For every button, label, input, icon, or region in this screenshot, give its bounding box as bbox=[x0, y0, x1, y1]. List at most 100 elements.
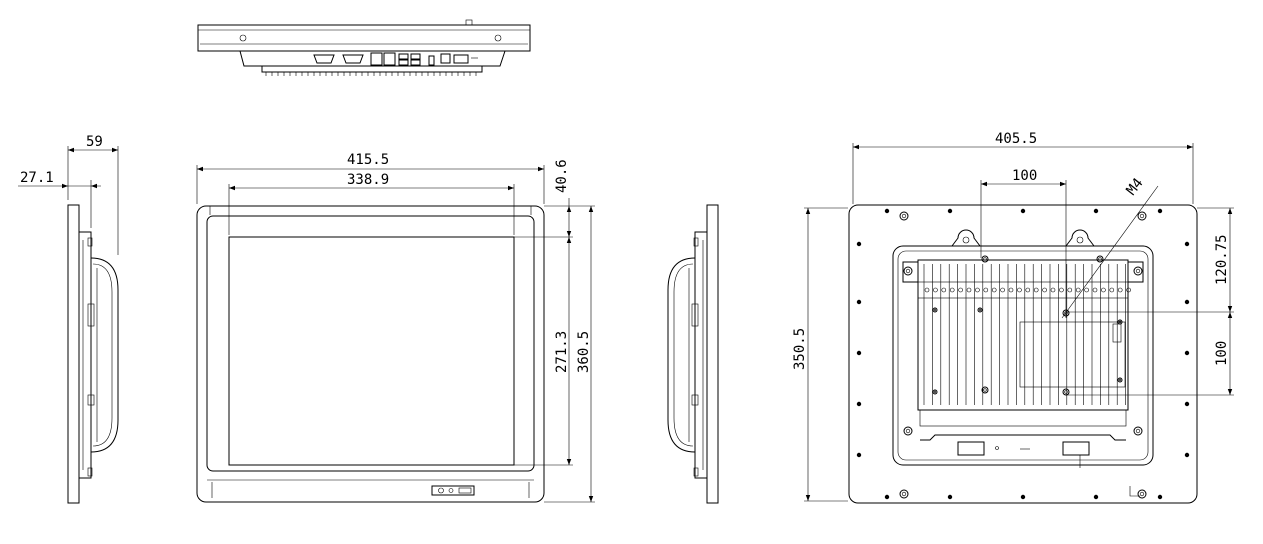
fin-hole bbox=[1084, 287, 1089, 293]
arrowhead bbox=[981, 181, 987, 187]
arrowhead bbox=[112, 147, 118, 153]
mount-hole-inner bbox=[1135, 428, 1141, 434]
dim-side-offset: 27.1 bbox=[20, 170, 54, 186]
screw-dot bbox=[1093, 208, 1099, 214]
mount-hole bbox=[1096, 255, 1104, 263]
screw-dot bbox=[1184, 452, 1190, 458]
mount-hole bbox=[1117, 377, 1123, 383]
fin-hole bbox=[966, 287, 972, 293]
fin-hole bbox=[1050, 287, 1056, 293]
screw-dot bbox=[856, 401, 862, 407]
rear-mounting-holes bbox=[856, 208, 1190, 500]
screw-dot bbox=[1157, 208, 1163, 214]
screw-dot bbox=[1184, 241, 1190, 247]
fin-hole bbox=[1025, 287, 1031, 293]
mount-hole bbox=[1117, 319, 1123, 325]
front-view bbox=[196, 165, 595, 503]
right-side-view bbox=[667, 204, 719, 504]
mount-hole-inner bbox=[1064, 311, 1068, 315]
screw-dot bbox=[884, 494, 890, 500]
mount-hole bbox=[1137, 489, 1147, 499]
fin-hole bbox=[1067, 287, 1073, 293]
mount-hole-inner bbox=[901, 491, 907, 497]
dim-rear-vesa-width: 100 bbox=[1012, 168, 1037, 184]
arrowhead bbox=[508, 185, 514, 191]
left-side-view bbox=[18, 146, 119, 504]
screw-dot bbox=[947, 494, 953, 500]
fin-hole bbox=[949, 287, 955, 293]
arrowhead bbox=[566, 231, 572, 237]
dim-rear-top-offset: 120.75 bbox=[1214, 234, 1230, 285]
mount-hole bbox=[903, 426, 913, 436]
top-view bbox=[197, 19, 531, 76]
fin-hole bbox=[924, 287, 930, 293]
screw-dot bbox=[856, 452, 862, 458]
dim-front-inner-height: 271.3 bbox=[554, 331, 570, 373]
arrowhead bbox=[1227, 306, 1233, 312]
mount-hole-inner bbox=[933, 390, 937, 394]
fin-hole bbox=[1117, 287, 1123, 293]
screw-dot bbox=[856, 241, 862, 247]
dim-rear-height: 350.5 bbox=[792, 328, 808, 370]
screw-dot bbox=[1020, 494, 1026, 500]
mount-hole-inner bbox=[933, 308, 937, 312]
mount-hole bbox=[903, 266, 913, 276]
arrowhead bbox=[62, 183, 68, 189]
dim-side-depth: 59 bbox=[86, 134, 103, 150]
mount-hole bbox=[932, 389, 938, 395]
mount-hole-inner bbox=[978, 308, 982, 312]
screw-dot bbox=[1020, 208, 1026, 214]
fin-hole bbox=[941, 287, 947, 293]
mount-hole-inner bbox=[901, 213, 907, 219]
fin-hole bbox=[1008, 287, 1014, 293]
fin-hole bbox=[1075, 287, 1081, 293]
dim-front-inner-width: 338.9 bbox=[347, 172, 389, 188]
screw-dot bbox=[1184, 299, 1190, 305]
rear-view bbox=[804, 143, 1234, 504]
arrowhead bbox=[197, 166, 203, 172]
arrowhead bbox=[1227, 208, 1233, 214]
mount-hole-inner bbox=[1064, 390, 1068, 394]
mount-hole bbox=[899, 211, 909, 221]
screw-dot bbox=[856, 350, 862, 356]
mount-hole bbox=[899, 489, 909, 499]
fin-hole bbox=[991, 287, 997, 293]
mount-hole-inner bbox=[983, 257, 987, 261]
fin-hole bbox=[1000, 287, 1005, 293]
fin-band bbox=[917, 281, 1129, 299]
fin-hole bbox=[958, 287, 963, 293]
mount-hole bbox=[1133, 266, 1143, 276]
mount-hole bbox=[1062, 309, 1070, 317]
fin-hole bbox=[1017, 287, 1022, 293]
arrowhead bbox=[566, 459, 572, 465]
dim-front-width: 415.5 bbox=[347, 152, 389, 168]
fin-hole bbox=[933, 287, 938, 293]
fin-hole bbox=[1033, 287, 1039, 293]
fin-hole bbox=[1059, 287, 1064, 293]
arrowhead bbox=[1060, 181, 1066, 187]
arrowhead bbox=[805, 208, 811, 214]
fin-hole bbox=[1042, 287, 1047, 293]
dim-rear-vesa-height: 100 bbox=[1214, 341, 1230, 366]
arrowhead bbox=[1227, 312, 1233, 318]
fin-hole bbox=[1109, 287, 1115, 293]
screw-dot bbox=[1184, 350, 1190, 356]
dimension-arrows bbox=[62, 144, 1233, 502]
arrowhead bbox=[229, 185, 235, 191]
screw-dot bbox=[856, 299, 862, 305]
mount-hole-inner bbox=[983, 388, 987, 392]
screw-dot bbox=[947, 208, 953, 214]
arrowhead bbox=[68, 147, 74, 153]
mount-hole-inner bbox=[1135, 268, 1141, 274]
mount-hole bbox=[1062, 388, 1070, 396]
fin-hole bbox=[983, 287, 989, 293]
mount-hole-inner bbox=[905, 428, 911, 434]
arrowhead bbox=[1187, 144, 1193, 150]
fin-hole bbox=[1101, 287, 1106, 293]
dim-front-top-offset: 40.6 bbox=[554, 159, 570, 193]
mount-hole-inner bbox=[1118, 378, 1122, 382]
arrowhead bbox=[588, 206, 594, 212]
arrowhead bbox=[1227, 389, 1233, 395]
fin-hole bbox=[1092, 287, 1098, 293]
arrowhead bbox=[588, 496, 594, 502]
